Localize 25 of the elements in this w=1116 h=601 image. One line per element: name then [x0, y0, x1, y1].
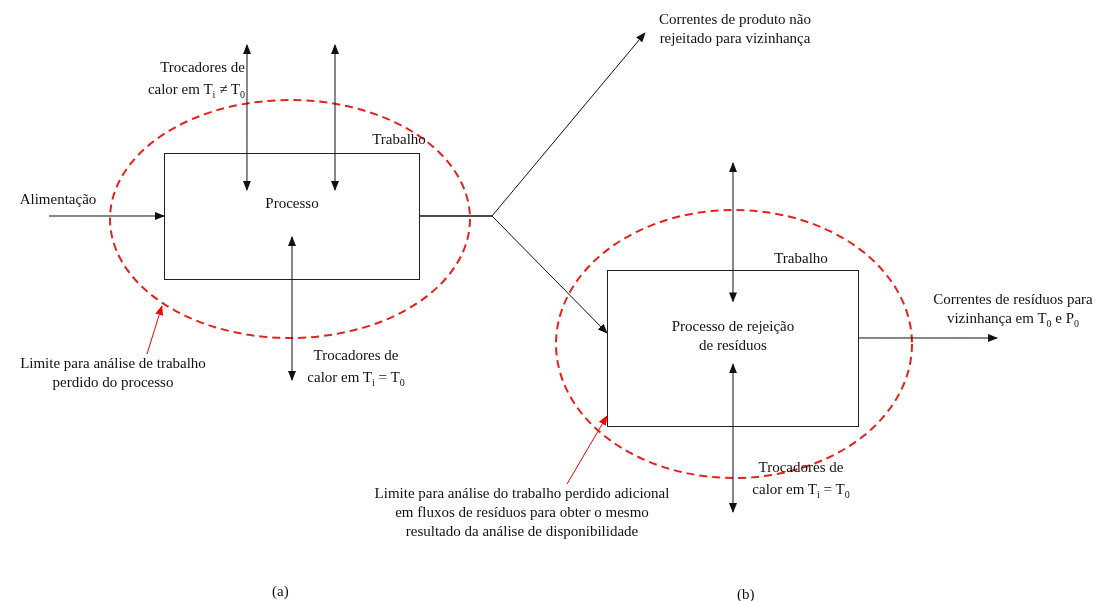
arrow [48, 212, 165, 220]
arrow [419, 215, 608, 334]
edge-label: Trocadores de calor em T$_{i}$ = T$_{0}$ [306, 346, 406, 390]
arrow [331, 44, 339, 191]
arrow [729, 162, 737, 303]
flow-label: Correntes de produto não rejeitado para vizinhança [640, 10, 830, 56]
flow-label: Limite para análise do trabalho perdido adicional em fluxos de resíduos para obter o mesmo resultado da análise de disponibilidade [372, 484, 672, 566]
edge-label: Trocadores de calor em T$_{i}$ = T$_{0}$ [751, 458, 851, 502]
boundary-ellipse [554, 208, 914, 480]
arrow [288, 235, 296, 381]
panel-label: (a) [272, 582, 289, 601]
process-box: Processo [164, 153, 420, 280]
edge-label: Trabalho [773, 249, 829, 268]
edge-label: Trocadores de calor em T$_{i}$ ≠ T$_{0}$ [146, 58, 245, 102]
arrow [242, 44, 251, 191]
boundary-ellipse [108, 98, 472, 340]
flow-label: Limite para análise de trabalho perdido do processo [8, 354, 218, 396]
flow-label: Correntes de resíduos para vizinhança em T$_{0}$ e P$_{0}$ [918, 290, 1108, 340]
leader-line [146, 305, 164, 355]
arrow [729, 363, 737, 513]
process-box: Processo de rejeição de resíduos [607, 270, 859, 427]
flow-label: Alimentação [8, 190, 108, 216]
edge-label: Trabalho [371, 130, 427, 149]
leader-line [566, 415, 608, 485]
arrow [858, 334, 999, 342]
